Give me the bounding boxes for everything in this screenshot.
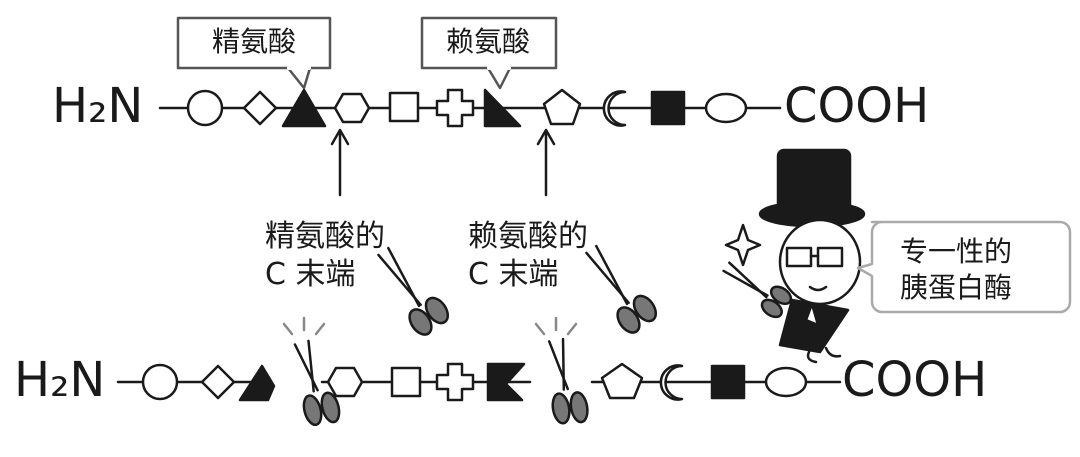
trypsin-mascot — [718, 150, 864, 362]
top-n-terminus: H₂N — [52, 82, 143, 130]
callout-lysine-label: 赖氨酸 — [446, 28, 530, 56]
residue-square — [390, 93, 418, 121]
top-peptide-chain — [160, 90, 780, 126]
lysine-cut-label-line2: C 末端 — [468, 256, 588, 294]
residue-oval — [706, 94, 746, 122]
sparkle-icon — [726, 225, 760, 265]
cut-spark-lines — [536, 318, 576, 334]
bottom-n-terminus: H₂N — [14, 356, 105, 404]
glasses-right — [818, 248, 842, 266]
residue-pentagon — [602, 364, 642, 398]
arginine-cut-label-line1: 精氨酸的 — [265, 218, 385, 256]
residue-cross — [437, 364, 473, 400]
lysine-cut-label-line1: 赖氨酸的 — [468, 218, 588, 256]
arginine-cut-label: 精氨酸的 C 末端 — [265, 218, 385, 293]
arginine-cut-arrow — [332, 130, 348, 195]
residue-diamond — [244, 92, 276, 124]
bottom-peptide-chain — [118, 364, 840, 400]
residue-diamond — [202, 366, 234, 398]
scissors-icon — [541, 337, 589, 427]
lysine-cut-arrow — [538, 130, 554, 195]
speech-line1: 专一性的 — [900, 234, 1012, 270]
residue-oval — [766, 368, 806, 396]
speech-bubble-text: 专一性的 胰蛋白酶 — [900, 234, 1012, 307]
glasses-left — [787, 248, 811, 266]
bottom-c-terminus: COOH — [842, 356, 987, 404]
callout-arginine-label: 精氨酸 — [212, 28, 296, 56]
residue-pentagon — [544, 90, 580, 124]
residue-square — [392, 368, 420, 396]
top-c-terminus: COOH — [784, 82, 929, 130]
residue-circle — [143, 365, 177, 399]
residue-hexagon — [335, 94, 369, 122]
lysine-cut-label: 赖氨酸的 C 末端 — [468, 218, 588, 293]
residue-cross — [437, 90, 473, 126]
arginine-cut-label-line2: C 末端 — [265, 256, 385, 294]
scissors-icon — [576, 239, 660, 337]
residue-black-square — [712, 366, 744, 398]
speech-line2: 胰蛋白酶 — [900, 270, 1012, 306]
residue-black-square — [652, 92, 684, 124]
cut-spark-lines — [284, 318, 324, 334]
residue-circle — [188, 91, 222, 125]
residue-hexagon — [328, 368, 362, 396]
